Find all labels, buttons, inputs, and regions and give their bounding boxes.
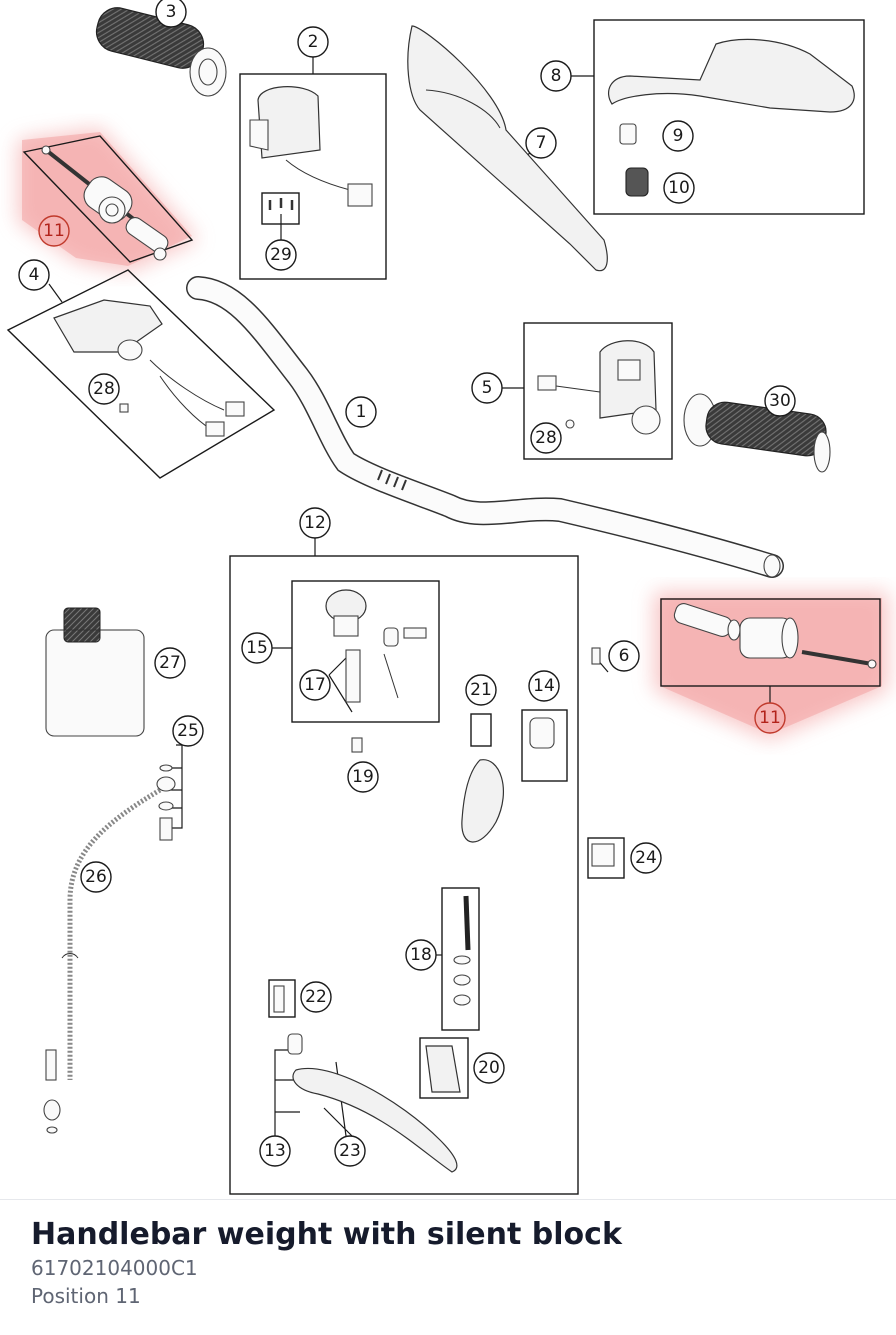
svg-text:9: 9 [673,126,684,146]
box-part-24 [587,837,625,879]
handlebar-illustration [186,276,784,578]
svg-text:6: 6 [619,646,630,666]
callout-20[interactable]: 20 [473,1052,505,1084]
svg-text:8: 8 [551,66,562,86]
brake-line-illustration [43,764,176,1134]
callout-14[interactable]: 14 [528,670,560,702]
svg-text:28: 28 [93,379,115,399]
box-part-12 [229,555,579,1195]
callout-15[interactable]: 15 [241,632,273,664]
callout-12[interactable]: 12 [299,507,331,539]
callout-29[interactable]: 29 [265,239,297,271]
callout-11-left[interactable]: 11 [38,215,70,247]
lever-8-illustration [608,38,855,197]
box-part-22 [268,979,296,1018]
callout-23[interactable]: 23 [334,1135,366,1167]
box-part-14 [521,709,568,782]
svg-text:11: 11 [43,221,65,241]
callout-30[interactable]: 30 [764,385,796,417]
box-part-5 [523,322,673,460]
callout-1[interactable]: 1 [345,396,377,428]
switch-5-illustration [537,340,661,435]
svg-text:7: 7 [536,133,547,153]
svg-text:14: 14 [533,676,555,696]
svg-text:13: 13 [264,1141,286,1161]
part-info: Handlebar weight with silent block 61702… [31,1216,622,1310]
master-cylinder-illustration [273,589,615,1173]
svg-text:5: 5 [482,378,493,398]
box-part-18 [441,887,480,1031]
svg-text:4: 4 [29,265,40,285]
callout-27[interactable]: 27 [154,647,186,679]
box-part-4 [6,269,276,479]
svg-text:30: 30 [769,391,791,411]
callout-3[interactable]: 3 [155,0,187,28]
svg-text:28: 28 [535,428,557,448]
svg-text:26: 26 [85,867,107,887]
callout-28-left[interactable]: 28 [88,373,120,405]
svg-text:17: 17 [304,675,326,695]
svg-text:22: 22 [305,987,327,1007]
lever-7-illustration [407,25,608,272]
callout-4[interactable]: 4 [18,259,50,291]
switch-4-illustration [53,299,245,437]
part-number: 61702104000C1 [31,1256,198,1280]
svg-text:24: 24 [635,848,657,868]
callout-18[interactable]: 18 [405,939,437,971]
svg-text:3: 3 [166,2,177,22]
grip-right-illustration [683,393,831,473]
box-part-20 [419,1037,469,1099]
callout-19[interactable]: 19 [347,761,379,793]
handlebar-weight-right-illustration[interactable] [672,602,877,669]
callout-26[interactable]: 26 [80,861,112,893]
callout-2[interactable]: 2 [297,26,329,58]
reservoir-illustration [45,607,145,737]
callout-21[interactable]: 21 [465,674,497,706]
callout-13[interactable]: 13 [259,1135,291,1167]
svg-text:10: 10 [668,178,690,198]
callout-11-right[interactable]: 11 [754,702,786,734]
callout-9[interactable]: 9 [662,120,694,152]
exploded-parts-diagram: 1 2 3 4 5 6 7 8 9 10 11 11 12 13 14 15 1… [6,0,888,1195]
svg-text:15: 15 [246,638,268,658]
svg-text:12: 12 [304,513,326,533]
part-position: Position 11 [31,1284,141,1308]
callout-22[interactable]: 22 [300,981,332,1013]
callout-24[interactable]: 24 [630,842,662,874]
svg-text:20: 20 [478,1058,500,1078]
svg-text:18: 18 [410,945,432,965]
handlebar-weight-left-illustration[interactable] [41,145,171,261]
box-part-15 [291,580,440,723]
svg-text:11: 11 [759,708,781,728]
callout-10[interactable]: 10 [663,172,695,204]
svg-text:29: 29 [270,245,292,265]
svg-text:27: 27 [159,653,181,673]
box-part-21 [470,713,492,747]
callout-17[interactable]: 17 [299,669,331,701]
svg-text:1: 1 [356,402,367,422]
switch-left-illustration [249,86,373,210]
box-part-11-left [22,135,194,263]
callout-7[interactable]: 7 [525,127,557,159]
callout-6[interactable]: 6 [608,640,640,672]
callout-8[interactable]: 8 [540,60,572,92]
svg-text:25: 25 [177,721,199,741]
callout-28-right[interactable]: 28 [530,422,562,454]
callout-25[interactable]: 25 [172,715,204,747]
callout-5[interactable]: 5 [471,372,503,404]
box-part-8 [593,19,865,215]
svg-text:19: 19 [352,767,374,787]
footer-divider [0,1199,896,1200]
svg-text:21: 21 [470,680,492,700]
svg-text:23: 23 [339,1141,361,1161]
part-title: Handlebar weight with silent block [31,1217,622,1252]
svg-text:2: 2 [308,32,319,52]
